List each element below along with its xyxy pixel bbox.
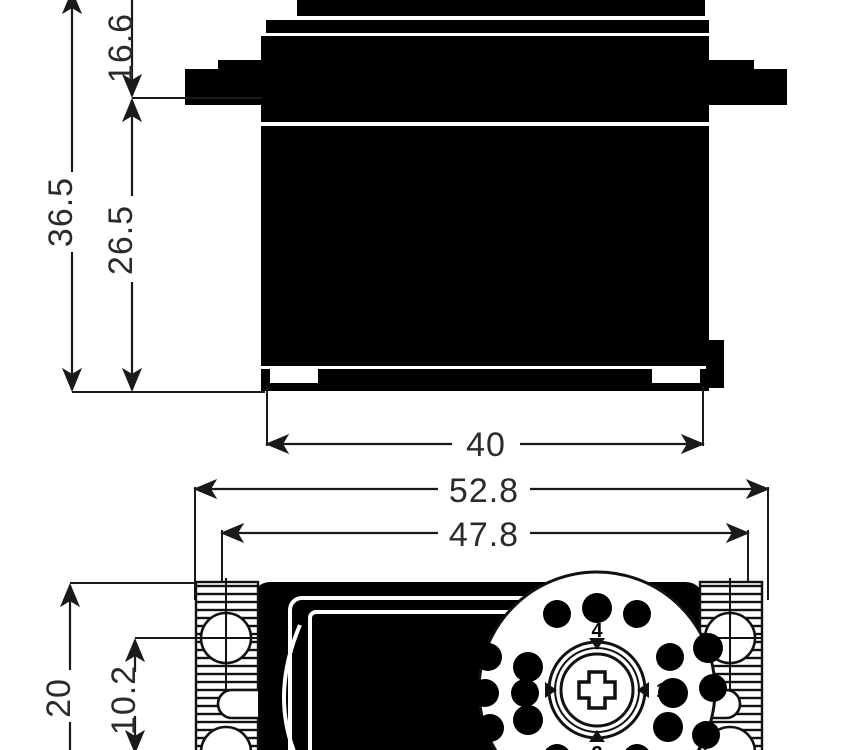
horn-hole <box>471 679 499 707</box>
hub-ring-inner <box>559 652 635 728</box>
phillips-screw-icon <box>577 670 617 710</box>
dim-label-20: 20 <box>40 678 78 718</box>
arm-marker-2 <box>589 730 605 742</box>
left-tab-lip <box>218 60 263 70</box>
horn-hole <box>513 705 543 735</box>
dimension-40: 40 <box>264 386 706 464</box>
dim-label-52-8: 52.8 <box>449 472 519 510</box>
horn-hole <box>658 678 688 708</box>
lower-case-body <box>261 126 709 366</box>
arm-marker-3 <box>545 682 557 698</box>
horn-hole <box>543 600 571 628</box>
dim-label-26-5: 26.5 <box>102 205 140 275</box>
bottom-left-notch <box>270 369 318 383</box>
shaft-boss <box>297 0 332 16</box>
dim-label-47-8: 47.8 <box>449 516 519 554</box>
dim-label-36-5: 36.5 <box>42 177 80 247</box>
horn-hole <box>474 643 502 671</box>
left-mounting-flange <box>194 578 260 750</box>
dimension-20: 20 <box>40 582 210 750</box>
dim-label-40: 40 <box>466 426 506 464</box>
bottom-plan-view: 52.8 47.8 20 10.2 <box>40 472 771 750</box>
dimension-16-6: 16.6 <box>102 0 262 99</box>
dimension-10-2: 10.2 <box>105 637 215 750</box>
upper-case-block <box>261 36 709 122</box>
arm-marker-4 <box>589 638 605 650</box>
left-flange-slot <box>216 688 258 720</box>
horn-hole <box>699 674 727 702</box>
top-strip <box>266 20 709 33</box>
right-mounting-tab <box>709 69 787 105</box>
horn-hole <box>692 721 720 749</box>
top-cap <box>330 0 705 16</box>
dimension-36-5: 36.5 <box>42 0 265 393</box>
right-tab-lip <box>709 60 754 70</box>
dim-label-16-6: 16.6 <box>102 13 140 83</box>
horn-arm-label-3: 3 <box>527 680 538 702</box>
horn-arm-label-2: 2 <box>591 743 602 750</box>
bottom-right-notch <box>652 369 700 383</box>
horn-arm-label-4: 4 <box>591 620 603 642</box>
horn-hole <box>625 744 649 750</box>
horn-hole <box>582 593 612 623</box>
horn-hole <box>693 633 723 663</box>
bottom-flange-band <box>261 369 709 391</box>
dimension-26-5: 26.5 <box>102 97 143 393</box>
right-lower-lug <box>706 340 724 388</box>
horn-hole <box>656 643 684 671</box>
horn-hole <box>513 652 543 682</box>
horn-hole <box>511 679 539 707</box>
arm-marker-1 <box>637 682 649 698</box>
horn-hole <box>623 600 651 628</box>
horn-arm-label-1: 1 <box>656 680 667 702</box>
horn-hole <box>476 714 504 742</box>
side-elevation-view: 36.5 16.6 26.5 40 <box>42 0 787 464</box>
left-flange-hole-lower <box>199 725 253 750</box>
horn-hole <box>545 744 569 750</box>
left-mounting-tab <box>185 69 263 105</box>
horn-hole <box>653 712 683 742</box>
output-horn-disc: 4 2 3 1 <box>471 570 727 750</box>
dim-label-10-2: 10.2 <box>105 665 143 735</box>
